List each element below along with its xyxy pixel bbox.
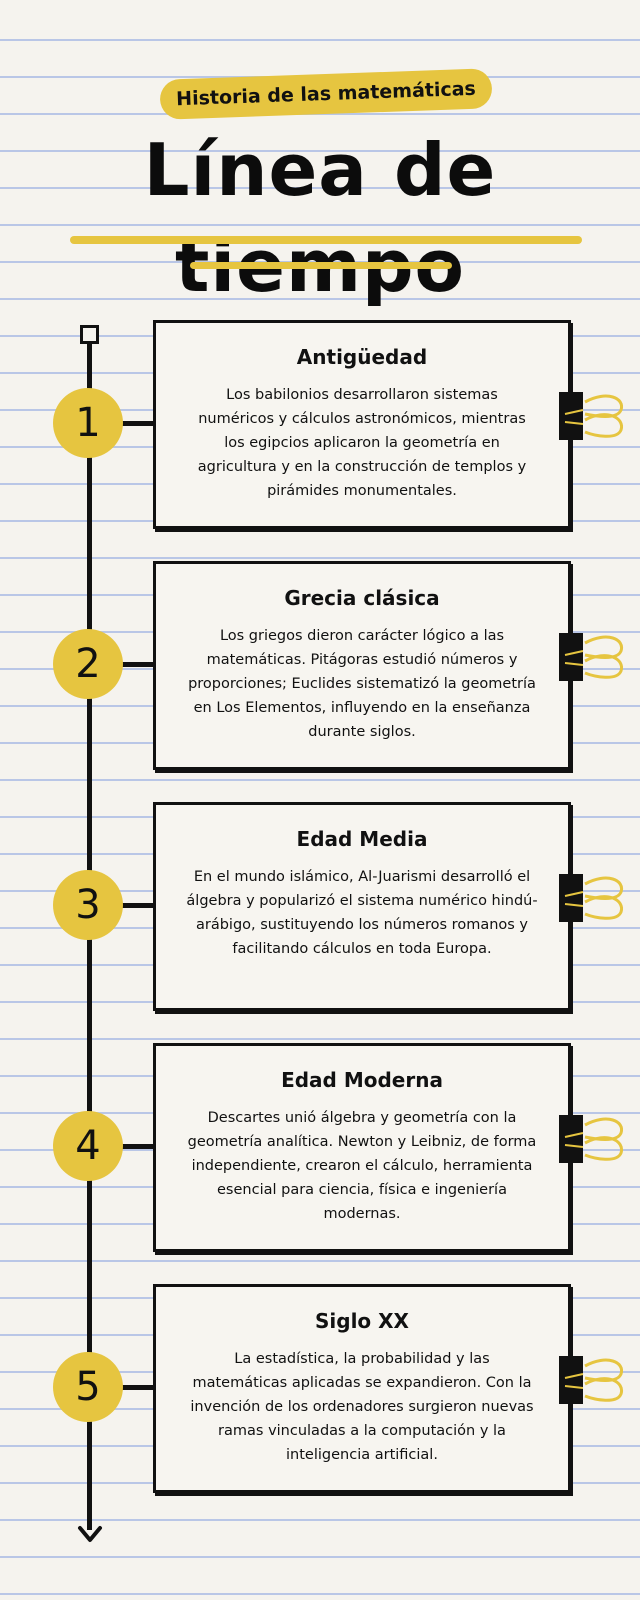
binder-clip-icon bbox=[559, 874, 623, 922]
timeline-item: 2 Grecia clásica Los griegos dieron cará… bbox=[0, 561, 640, 776]
square-marker-icon bbox=[80, 325, 99, 344]
card-title: Grecia clásica bbox=[284, 586, 440, 610]
timeline-connector bbox=[120, 903, 156, 908]
timeline-card: Antigüedad Los babilonios desarrollaron … bbox=[153, 320, 571, 529]
step-number: 3 bbox=[53, 870, 123, 940]
binder-clip-icon bbox=[559, 392, 623, 440]
timeline-card: Siglo XX La estadística, la probabilidad… bbox=[153, 1284, 571, 1493]
title-underline-short bbox=[190, 262, 452, 269]
step-number: 5 bbox=[53, 1352, 123, 1422]
timeline-item: 5 Siglo XX La estadística, la probabilid… bbox=[0, 1284, 640, 1499]
timeline-connector bbox=[120, 1385, 156, 1390]
card-text: Descartes unió álgebra y geometría con l… bbox=[187, 1110, 537, 1222]
timeline-item: 4 Edad Moderna Descartes unió álgebra y … bbox=[0, 1043, 640, 1258]
card-text: Los babilonios desarrollaron sistemas nu… bbox=[197, 387, 527, 499]
header: Historia de las matemáticas Línea de tie… bbox=[0, 0, 640, 308]
timeline-item: 1 Antigüedad Los babilonios desarrollaro… bbox=[0, 320, 640, 535]
timeline-card: Grecia clásica Los griegos dieron caráct… bbox=[153, 561, 571, 770]
binder-clip-icon bbox=[559, 1115, 623, 1163]
step-number: 4 bbox=[53, 1111, 123, 1181]
card-text: Los griegos dieron carácter lógico a las… bbox=[188, 628, 536, 740]
timeline-card: Edad Media En el mundo islámico, Al-Juar… bbox=[153, 802, 571, 1011]
timeline-connector bbox=[120, 1144, 156, 1149]
card-title: Edad Media bbox=[296, 827, 428, 851]
timeline-connector bbox=[120, 421, 156, 426]
title-underline-long bbox=[70, 236, 582, 244]
page-title: Línea de tiempo bbox=[143, 128, 497, 308]
binder-clip-icon bbox=[559, 1356, 623, 1404]
timeline-connector bbox=[120, 662, 156, 667]
card-text: La estadística, la probabilidad y las ma… bbox=[190, 1351, 534, 1463]
arrow-down-icon bbox=[78, 1526, 102, 1542]
card-title: Edad Moderna bbox=[281, 1068, 443, 1092]
card-text: En el mundo islámico, Al-Juarismi desarr… bbox=[186, 869, 538, 957]
card-title: Antigüedad bbox=[296, 345, 428, 369]
timeline-card: Edad Moderna Descartes unió álgebra y ge… bbox=[153, 1043, 571, 1252]
subtitle-badge: Historia de las matemáticas bbox=[159, 68, 493, 120]
step-number: 2 bbox=[53, 629, 123, 699]
binder-clip-icon bbox=[559, 633, 623, 681]
card-title: Siglo XX bbox=[315, 1309, 409, 1333]
timeline-item: 3 Edad Media En el mundo islámico, Al-Ju… bbox=[0, 802, 640, 1017]
step-number: 1 bbox=[53, 388, 123, 458]
